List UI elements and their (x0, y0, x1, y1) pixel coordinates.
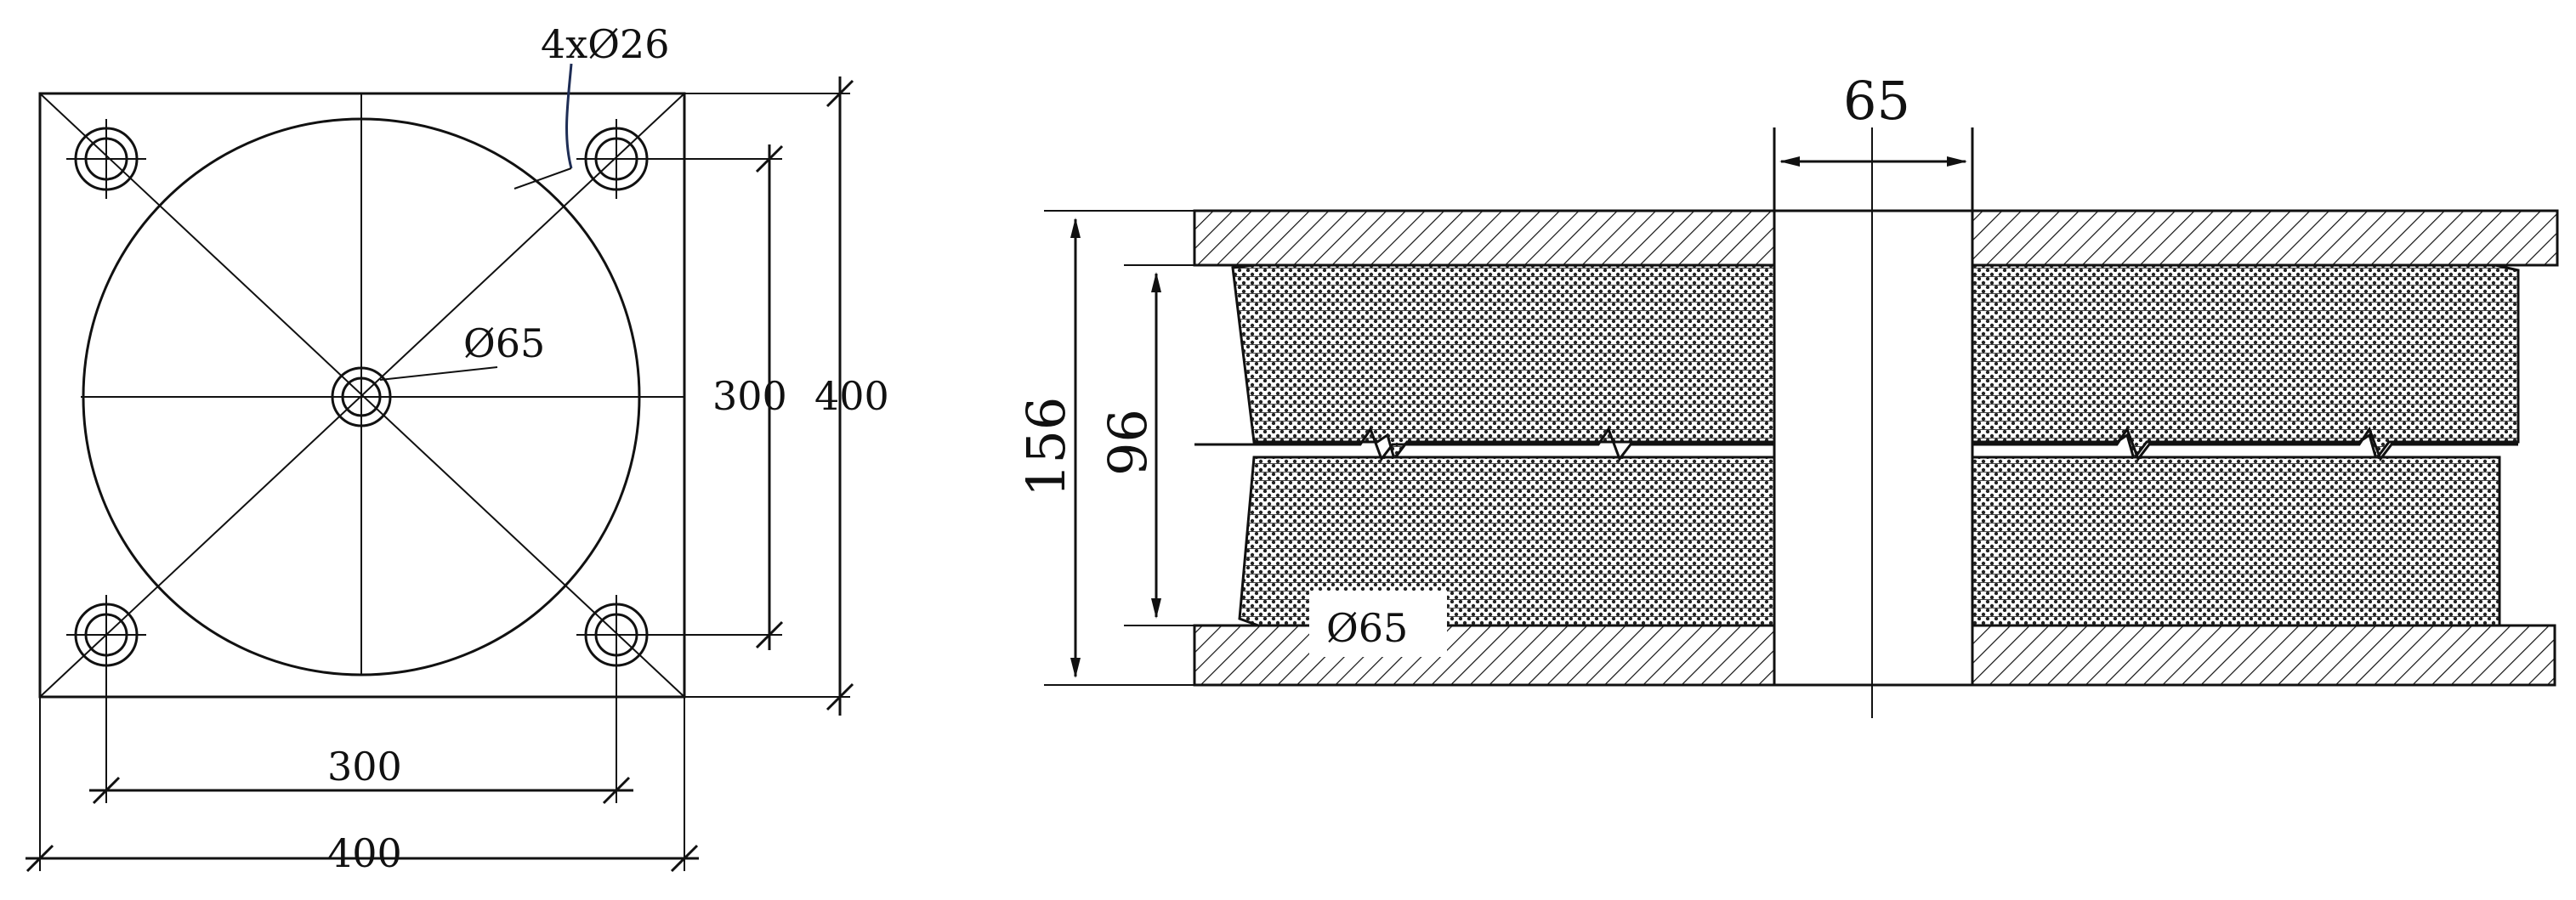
dim-horizontal-400 (26, 697, 699, 873)
section-bottom-plate-right (1971, 624, 2556, 687)
section-rubber-upper-left (1231, 263, 1776, 462)
section-top-plate-right (1971, 209, 2559, 267)
dim-vertical-400-label: 400 (814, 373, 889, 419)
dim-vertical-300 (646, 144, 784, 650)
center-hole-callout: Ø65 (463, 320, 545, 366)
section-central-bore (1773, 127, 1974, 718)
section-rubber-lower-right (1971, 456, 2501, 627)
section-break-lines (1194, 426, 2518, 462)
bore-label-box (1309, 591, 1447, 657)
dim-rubber-height-label: 96 (1097, 409, 1159, 476)
dim-overall-height-label: 156 (1015, 397, 1077, 497)
hole-callout: 4xØ26 (541, 21, 669, 67)
plan-view: 4xØ26 Ø65 300 400 30 (26, 21, 889, 876)
section-rubber-lower-left (1238, 456, 1776, 627)
bore-label: Ø65 (1326, 605, 1408, 651)
plan-center-hole (331, 366, 392, 427)
dim-horizontal-300 (89, 665, 633, 805)
dim-horizontal-400-label: 400 (327, 830, 402, 876)
hole-callout-leader (565, 63, 573, 169)
dim-vertical-400 (684, 76, 854, 716)
dim-horizontal-300-label: 300 (327, 744, 402, 790)
dim-vertical-300-label: 300 (712, 373, 787, 419)
section-rubber-upper-right (1971, 263, 2520, 462)
dim-bore-width-label: 65 (1843, 70, 1910, 132)
center-hole-leader (379, 366, 498, 381)
section-top-plate-left (1193, 209, 1776, 267)
plan-bolt-hole-tl (66, 119, 146, 199)
section-view: 65 156 96 Ø65 (1015, 70, 2559, 718)
dim-rubber-height (1124, 264, 1233, 626)
plan-rubber-circle (82, 117, 641, 676)
plan-bolt-hole-bl (66, 595, 146, 675)
dim-overall-height (1044, 210, 1194, 686)
section-bottom-plate-left (1193, 624, 1776, 687)
hole-callout-leader-tail (513, 167, 572, 190)
